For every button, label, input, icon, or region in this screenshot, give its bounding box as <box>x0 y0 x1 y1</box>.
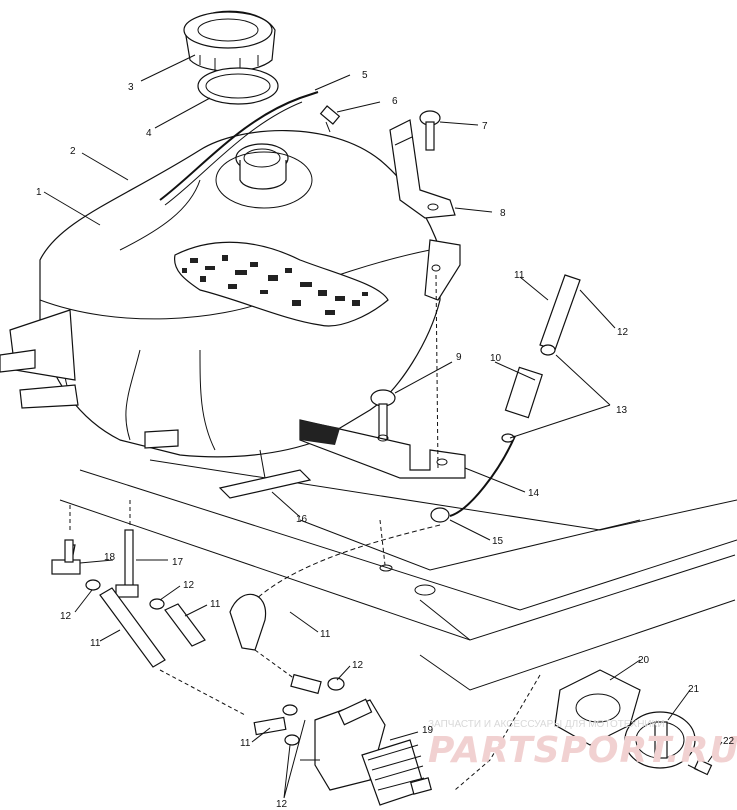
pad-16 <box>218 449 312 499</box>
strap-14 <box>299 419 466 479</box>
bolt-7 <box>419 110 441 151</box>
valve-knob-21 <box>624 711 696 769</box>
watermark: ЗАПЧАСТИ И АКСЕССУАРЫ ДЛЯ МОТОТЕХНИКИ PA… <box>428 719 737 771</box>
callout-label: 3 <box>128 82 134 93</box>
hoses-lower <box>69 500 322 736</box>
watermark-logo: PARTSPORT.RU <box>428 730 737 771</box>
callout-label: 18 <box>104 552 116 563</box>
callout-label: 16 <box>296 514 308 525</box>
callout-label: 15 <box>492 536 504 547</box>
callout-label: 14 <box>528 488 540 499</box>
callout-label: 5 <box>362 70 368 81</box>
callout-labels: 1 2 3 4 5 6 7 8 9 10 11 12 13 14 15 16 1… <box>36 70 735 810</box>
callout-label: 11 <box>210 599 221 610</box>
callout-label: 13 <box>616 405 628 416</box>
callout-label: 1 <box>36 187 42 198</box>
callout-label: 17 <box>172 557 184 568</box>
screw-22 <box>687 758 713 776</box>
watermark-caption: ЗАПЧАСТИ И АКСЕССУАРЫ ДЛЯ МОТОТЕХНИКИ <box>428 719 665 730</box>
leader-lines <box>43 54 723 799</box>
callout-label: 11 <box>514 270 525 281</box>
callout-label: 12 <box>352 660 364 671</box>
callout-label: 2 <box>70 146 76 157</box>
callout-label: 12 <box>183 580 195 591</box>
callout-label: 4 <box>146 128 152 139</box>
callout-label: 7 <box>482 121 488 132</box>
callout-label: 6 <box>392 96 398 107</box>
fuel-cap <box>183 10 276 72</box>
bolt-9 <box>370 389 396 441</box>
fuel-line-upper <box>254 274 581 601</box>
callout-label: 11 <box>90 638 101 649</box>
callout-label: 20 <box>638 655 650 666</box>
callout-label: 8 <box>500 208 506 219</box>
fuel-valve <box>282 677 432 806</box>
callout-label: 12 <box>60 611 72 622</box>
callout-label: 9 <box>456 352 462 363</box>
callout-label: 10 <box>490 353 502 364</box>
callout-label: 12 <box>276 799 288 810</box>
callout-label: 11 <box>320 629 331 640</box>
fuel-tank <box>0 91 441 458</box>
mount-bracket-8 <box>389 119 461 301</box>
fitting-17 <box>115 529 139 598</box>
callout-label: 19 <box>422 725 434 736</box>
callout-label: 12 <box>617 327 629 338</box>
callout-label: 11 <box>240 738 251 749</box>
vent-fitting <box>319 105 341 133</box>
fitting-18 <box>51 539 81 575</box>
frame-panel <box>59 459 737 691</box>
callout-label: 22 <box>723 736 735 747</box>
cap-gasket <box>197 67 279 105</box>
callout-label: 21 <box>688 684 700 695</box>
